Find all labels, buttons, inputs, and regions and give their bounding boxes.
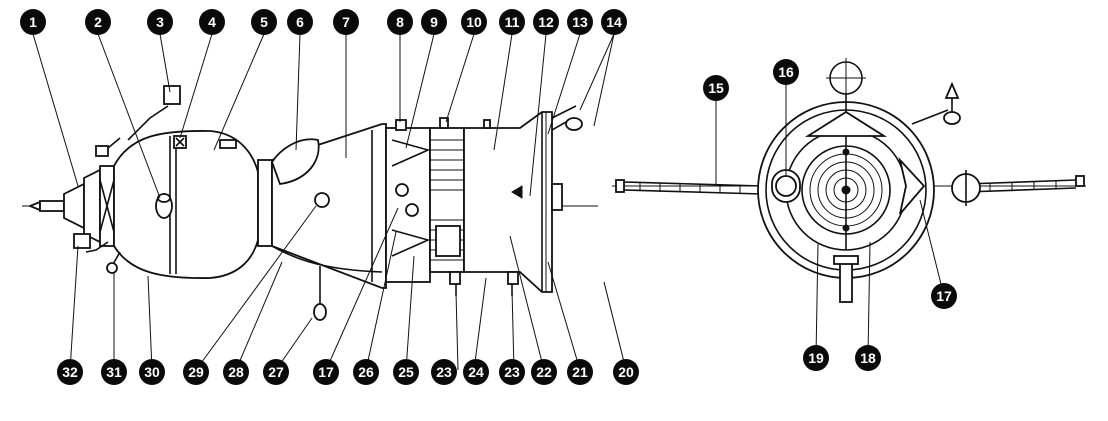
callout-17-side: 17	[313, 359, 339, 385]
callout-16: 16	[773, 59, 799, 85]
callout-13: 13	[567, 9, 593, 35]
svg-text:21: 21	[572, 364, 588, 380]
svg-text:18: 18	[860, 350, 876, 366]
svg-text:16: 16	[778, 64, 794, 80]
callout-8: 8	[387, 9, 413, 35]
callout-30: 30	[139, 359, 165, 385]
svg-text:30: 30	[144, 364, 160, 380]
leader-lines	[32, 33, 945, 371]
svg-text:13: 13	[572, 14, 588, 30]
callout-23-right: 23	[499, 359, 525, 385]
callout-29: 29	[183, 359, 209, 385]
svg-text:5: 5	[260, 14, 268, 30]
side-view	[22, 85, 598, 321]
callout-badges: 1 2 3 4 5 6 7 8 9 10 11 12 13 14 15 16 1…	[20, 9, 957, 385]
svg-text:31: 31	[106, 364, 122, 380]
callout-11: 11	[499, 9, 525, 35]
callout-3: 3	[147, 9, 173, 35]
callout-10: 10	[461, 9, 487, 35]
front-bottom-probe	[833, 255, 859, 303]
svg-text:2: 2	[94, 14, 102, 30]
svg-text:29: 29	[188, 364, 204, 380]
orbital-module	[113, 130, 259, 279]
callout-14: 14	[601, 9, 627, 35]
svg-text:17: 17	[936, 288, 952, 304]
svg-text:3: 3	[156, 14, 164, 30]
svg-text:28: 28	[228, 364, 244, 380]
svg-text:15: 15	[708, 80, 724, 96]
callout-7: 7	[333, 9, 359, 35]
callout-26: 26	[353, 359, 379, 385]
svg-text:23: 23	[436, 364, 452, 380]
front-view	[612, 58, 1086, 303]
solar-panel-right	[951, 170, 1085, 206]
svg-text:20: 20	[618, 364, 634, 380]
svg-text:32: 32	[62, 364, 78, 380]
service-module	[385, 105, 583, 293]
svg-text:24: 24	[468, 364, 484, 380]
descent-module	[257, 123, 387, 289]
svg-text:26: 26	[358, 364, 374, 380]
callout-27: 27	[263, 359, 289, 385]
callout-4: 4	[199, 9, 225, 35]
callout-25: 25	[393, 359, 419, 385]
svg-text:27: 27	[268, 364, 284, 380]
orbital-antennas	[73, 85, 181, 274]
callout-20: 20	[613, 359, 639, 385]
svg-text:10: 10	[466, 14, 482, 30]
callout-19: 19	[803, 345, 829, 371]
callout-17-front: 17	[931, 283, 957, 309]
callout-28: 28	[223, 359, 249, 385]
callout-32: 32	[57, 359, 83, 385]
svg-text:25: 25	[398, 364, 414, 380]
callout-15: 15	[703, 75, 729, 101]
svg-text:8: 8	[396, 14, 404, 30]
svg-text:23: 23	[504, 364, 520, 380]
solar-panel-left	[615, 179, 763, 195]
docking-probe	[27, 165, 115, 247]
callout-18: 18	[855, 345, 881, 371]
callout-21: 21	[567, 359, 593, 385]
svg-text:4: 4	[208, 14, 216, 30]
svg-text:7: 7	[342, 14, 350, 30]
svg-text:1: 1	[29, 14, 37, 30]
callout-31: 31	[101, 359, 127, 385]
svg-text:14: 14	[606, 14, 622, 30]
callout-12: 12	[533, 9, 559, 35]
svg-text:11: 11	[505, 14, 520, 30]
front-top-antenna	[826, 58, 961, 125]
callout-24: 24	[463, 359, 489, 385]
svg-text:22: 22	[536, 364, 552, 380]
svg-text:17: 17	[318, 364, 334, 380]
front-body	[757, 101, 935, 279]
svg-text:12: 12	[538, 14, 554, 30]
callout-1: 1	[20, 9, 46, 35]
callout-6: 6	[287, 9, 313, 35]
svg-text:19: 19	[808, 350, 824, 366]
callout-5: 5	[251, 9, 277, 35]
svg-text:9: 9	[430, 14, 438, 30]
svg-text:6: 6	[296, 14, 304, 30]
callout-9: 9	[421, 9, 447, 35]
callout-22: 22	[531, 359, 557, 385]
callout-2: 2	[85, 9, 111, 35]
callout-23-left: 23	[431, 359, 457, 385]
